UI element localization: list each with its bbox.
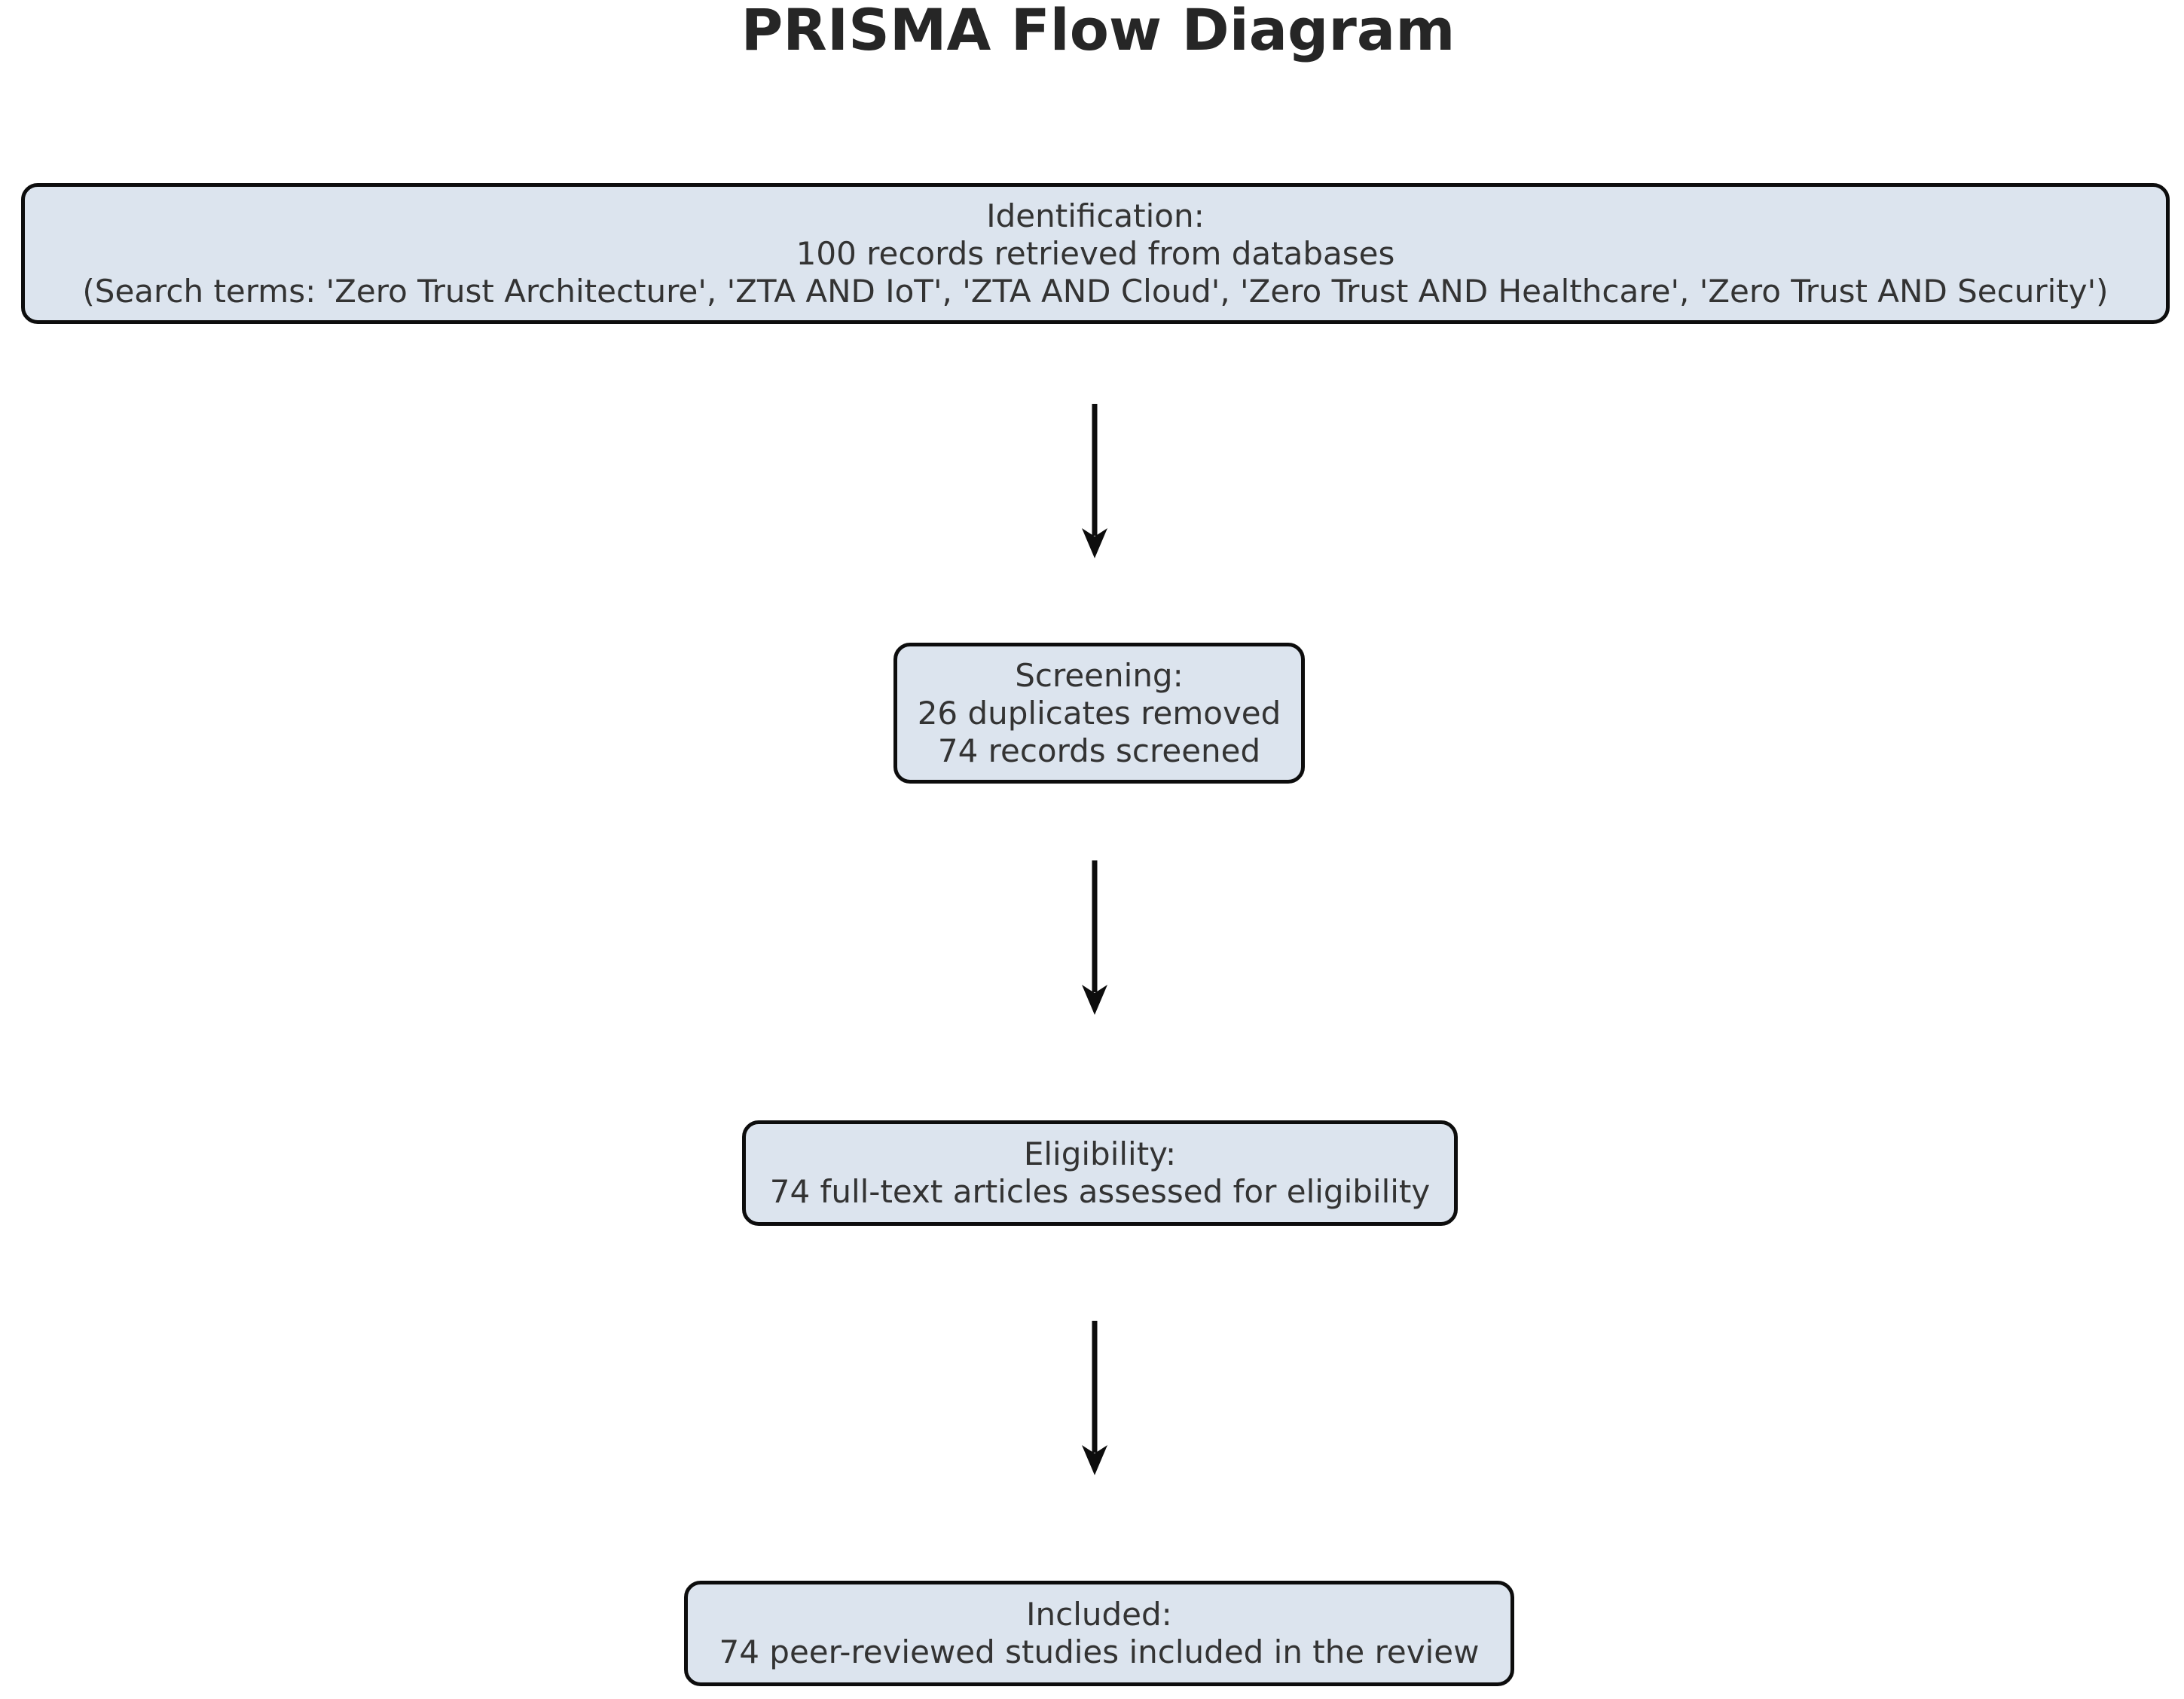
eligibility-box: Eligibility: 74 full-text articles asses… [742, 1120, 1458, 1226]
eligibility-heading: Eligibility: [1023, 1135, 1177, 1172]
screening-records-line: 74 records screened [937, 732, 1261, 769]
screening-box: Screening: 26 duplicates removed 74 reco… [893, 643, 1305, 784]
eligibility-assessed-line: 74 full-text articles assessed for eligi… [769, 1173, 1431, 1210]
identification-search-terms-line: (Search terms: 'Zero Trust Architecture'… [82, 272, 2109, 310]
flow-arrow-eligibility-to-included [1082, 1321, 1107, 1475]
flow-arrow-screening-to-eligibility [1082, 860, 1107, 1015]
included-studies-line: 74 peer-reviewed studies included in the… [719, 1633, 1480, 1670]
included-box: Included: 74 peer-reviewed studies inclu… [684, 1581, 1514, 1686]
identification-box: Identification: 100 records retrieved fr… [21, 183, 2170, 324]
identification-records-line: 100 records retrieved from databases [796, 234, 1395, 272]
screening-duplicates-line: 26 duplicates removed [917, 694, 1281, 732]
identification-heading: Identification: [986, 197, 1205, 234]
flow-arrow-identification-to-screening [1082, 404, 1107, 558]
included-heading: Included: [1026, 1596, 1172, 1633]
screening-heading: Screening: [1015, 656, 1184, 694]
diagram-title: PRISMA Flow Diagram [741, 0, 1455, 63]
